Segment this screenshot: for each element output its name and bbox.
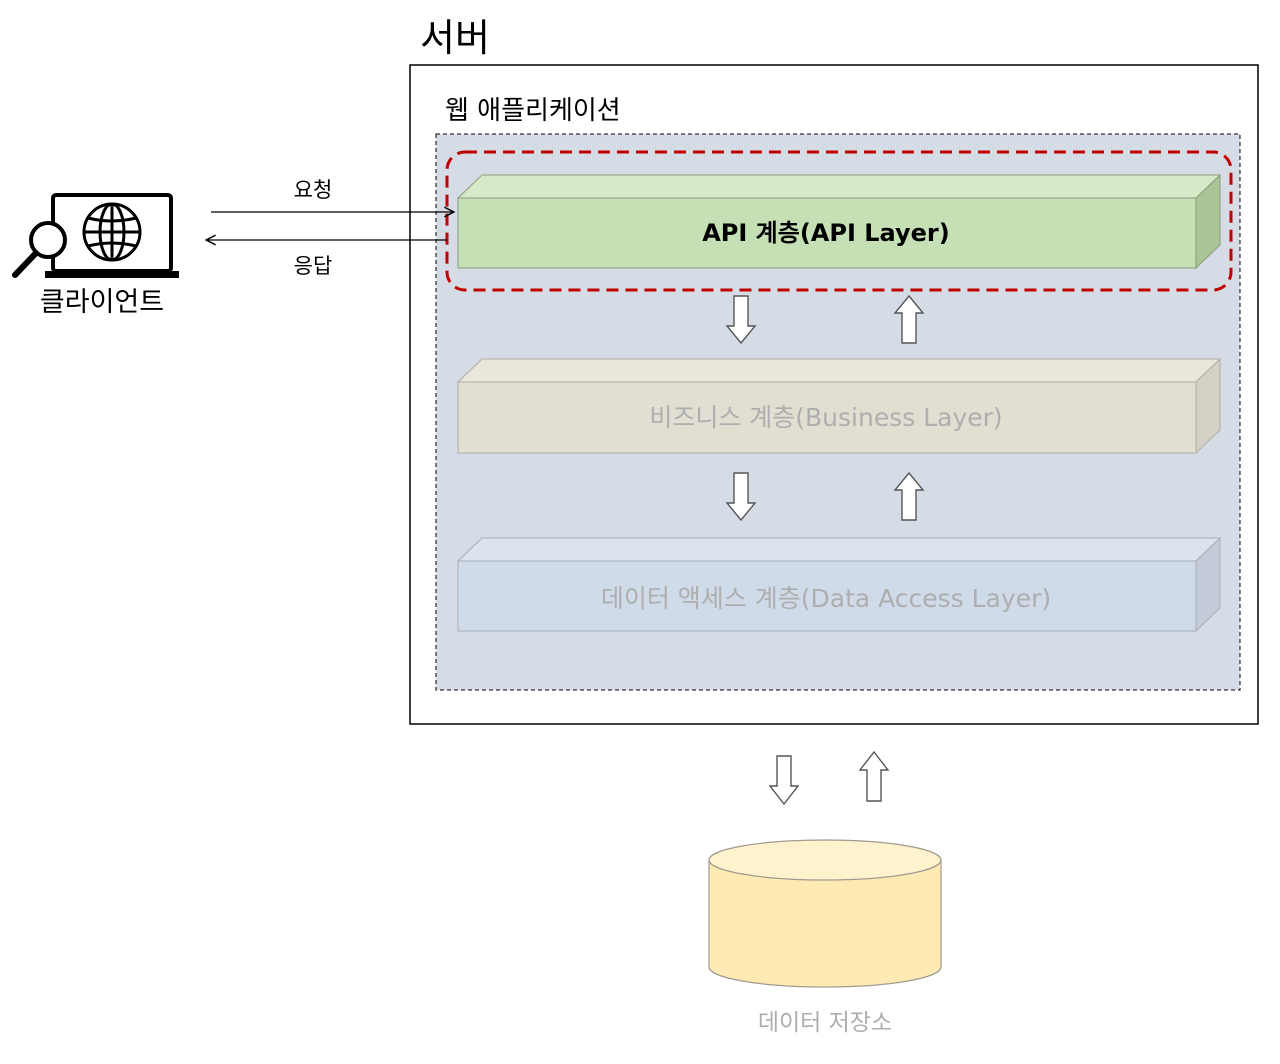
api-layer-block: API 계층(API Layer) [456,173,1222,270]
laptop-globe-search-icon [12,193,179,278]
data-access-layer-front [457,560,1197,632]
business-layer-label: 비즈니스 계층(Business Layer) [649,403,1002,432]
data-access-layer-top [456,537,1222,562]
down-arrow-icon [725,295,757,345]
laptop-base [45,271,179,278]
api-layer-front [457,197,1197,269]
globe-icon [82,202,142,262]
datastore-body [708,860,942,988]
data-access-layer-block: 데이터 액세스 계층(Data Access Layer) [456,536,1222,633]
api-layer-top [456,174,1222,199]
request-label: 요청 [294,178,333,202]
down-arrow-icon [768,755,800,806]
business-layer-top [456,358,1222,383]
down-arrow-icon [725,472,757,522]
business-layer-front [457,381,1197,454]
server-title: 서버 [420,16,490,60]
api-layer-label: API 계층(API Layer) [702,219,950,247]
data-access-layer-label: 데이터 액세스 계층(Data Access Layer) [601,584,1051,613]
client-label: 클라이언트 [40,287,164,318]
response-label: 응답 [294,254,333,278]
business-layer-block: 비즈니스 계층(Business Layer) [456,357,1222,455]
up-arrow-icon [858,750,890,802]
magnifier-icon [12,221,67,278]
datastore-label: 데이터 저장소 [758,1010,892,1036]
web-app-title: 웹 애플리케이션 [445,96,621,126]
api-layer-highlight [445,150,1233,292]
database-cylinder-icon [708,839,942,988]
datastore-top [708,839,942,881]
up-arrow-icon [893,294,925,344]
up-arrow-icon [893,471,925,521]
